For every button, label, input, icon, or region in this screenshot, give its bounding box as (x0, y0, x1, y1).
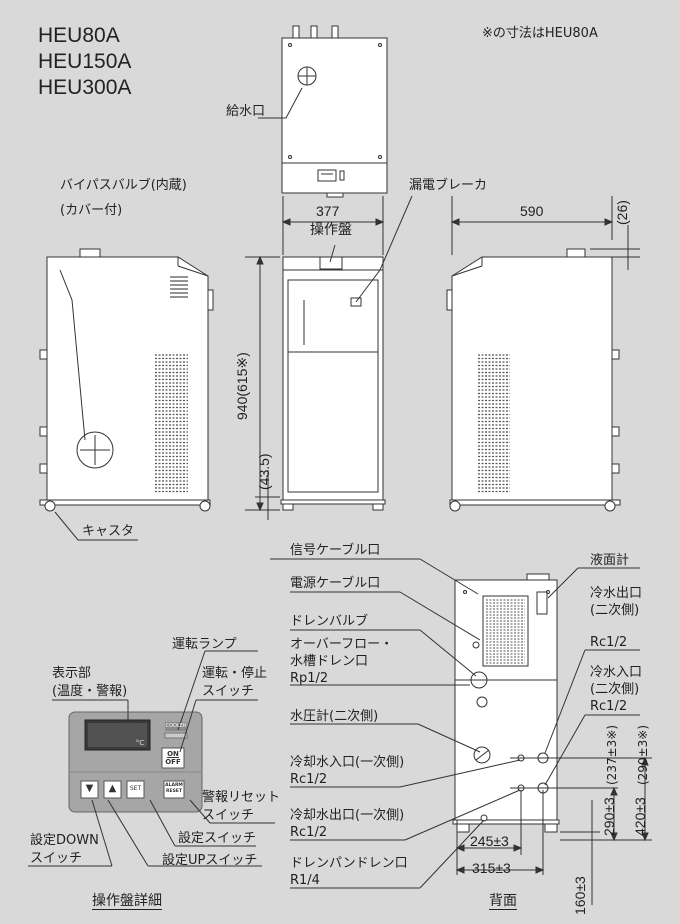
set-button: SET (129, 785, 142, 792)
label-cooling-out-spec: Rc1/2 (290, 825, 328, 840)
label-run-stop-2: スイッチ (202, 684, 255, 699)
dim-245: 245±3 (470, 833, 509, 849)
panel-detail (28, 650, 275, 867)
label-bypass-valve: バイパスバルブ(内蔵) (60, 178, 187, 193)
label-overflow-2: 水槽ドレン口 (290, 654, 369, 669)
panel-brand: COOLER (165, 723, 187, 729)
dim-depth: 590 (520, 203, 544, 219)
model-name-3: HEU300A (38, 76, 132, 99)
label-signal-cable: 信号ケーブル口 (290, 543, 381, 558)
dim-160: 160±3 (572, 876, 588, 915)
label-chilled-out-spec: Rc1/2 (590, 635, 628, 650)
label-leak-breaker: 漏電ブレーカ (409, 178, 488, 193)
panel-unit: °C (135, 739, 145, 747)
caption-panel-detail: 操作盤詳細 (92, 893, 162, 910)
label-set-down-1: 設定DOWN (30, 833, 99, 848)
down-button: ▼ (85, 783, 94, 794)
top-view (258, 25, 388, 198)
alarm-button: ALARM (165, 783, 183, 788)
label-level-gauge: 液面計 (590, 553, 630, 568)
label-caster: キャスタ (82, 524, 135, 539)
side-view-right (446, 196, 640, 512)
side-view-left (39, 248, 214, 541)
label-drain-pan-spec: R1/4 (290, 873, 320, 888)
label-run-lamp: 運転ランプ (172, 637, 237, 652)
label-chilled-out-2: (二次側) (590, 603, 640, 618)
label-cover: (カバー付) (60, 203, 123, 218)
rear-view (270, 558, 652, 905)
reset-button: RESET (166, 789, 182, 794)
model-name-1: HEU80A (38, 24, 120, 47)
dim-290b: (237±3※) (605, 724, 619, 785)
panel-off: OFF (165, 758, 181, 766)
label-chilled-in-1: 冷水入口 (590, 665, 643, 680)
label-drain-pan: ドレンパンドレン口 (290, 856, 408, 871)
label-chilled-in-spec: Rc1/2 (590, 699, 628, 714)
label-display-1: 表示部 (52, 666, 92, 681)
caption-rear: 背面 (489, 893, 517, 910)
front-view (280, 195, 413, 511)
height-dimensions (245, 255, 280, 520)
label-chilled-in-2: (二次側) (590, 682, 640, 697)
label-run-stop-1: 運転・停止 (202, 666, 268, 681)
label-water-supply: 給水口 (226, 104, 266, 119)
dim-caster: (43.5) (256, 453, 272, 490)
dim-width: 377 (316, 203, 340, 219)
up-button: ▲ (108, 783, 117, 794)
dim-height: 940(615※) (234, 352, 250, 420)
label-power-cable: 電源ケーブル口 (290, 576, 381, 591)
label-overflow-spec: Rp1/2 (290, 671, 329, 686)
label-set-switch: 設定スイッチ (178, 831, 257, 846)
dim-290: 290±3 (601, 797, 617, 836)
label-alarm-reset-1: 警報リセット (202, 790, 281, 805)
label-operation-panel: 操作盤 (310, 222, 352, 238)
panel-on: ON (167, 750, 179, 758)
label-cooling-in: 冷却水入口(一次側) (290, 755, 405, 770)
bypass-valve-icon (76, 431, 114, 469)
dim-420: 420±3 (632, 797, 648, 836)
note: ※の寸法はHEU80A (482, 26, 598, 41)
dim-315: 315±3 (472, 860, 511, 876)
label-overflow-1: オーバーフロー・ (290, 637, 394, 652)
label-set-up: 設定UPスイッチ (162, 853, 258, 868)
label-cooling-out: 冷却水出口(一次側) (290, 808, 405, 823)
label-chilled-out-1: 冷水出口 (590, 586, 643, 601)
dim-420b: (290±3※) (636, 724, 650, 785)
label-display-2: (温度・警報) (52, 684, 128, 699)
label-alarm-reset-2: スイッチ (202, 808, 255, 823)
label-cooling-in-spec: Rc1/2 (290, 772, 328, 787)
label-drain-valve: ドレンバルブ (290, 614, 369, 629)
model-name-2: HEU150A (38, 50, 132, 73)
label-set-down-2: スイッチ (30, 851, 83, 866)
label-pressure-gauge: 水圧計(二次側) (290, 709, 379, 724)
dim-top-offset: (26) (614, 200, 630, 225)
